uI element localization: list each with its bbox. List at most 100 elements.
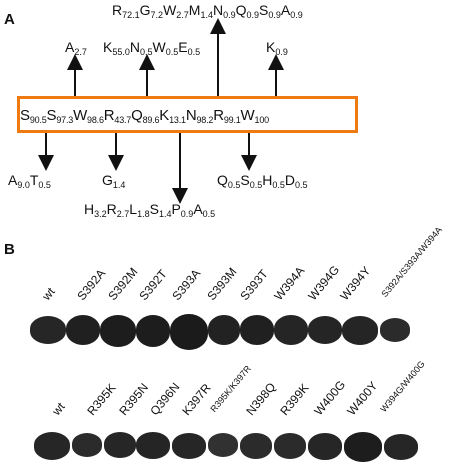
above-3-residue-0: K0.9 bbox=[266, 39, 288, 57]
below-2-residue-4-pct: 0.9 bbox=[180, 209, 194, 219]
blot1-band-8 bbox=[308, 316, 342, 344]
above-1-residue-1: N0.5 bbox=[129, 39, 153, 57]
above-2-residue-5-aa: Q bbox=[235, 2, 247, 18]
above-1-residue-3-aa: E bbox=[178, 39, 188, 55]
blot2-band-8 bbox=[308, 433, 342, 460]
above-1-residue-0-aa: K bbox=[103, 39, 113, 55]
below-3-residue-2-aa: H bbox=[262, 172, 273, 188]
blot1-band-1 bbox=[66, 315, 100, 345]
blot1-band-5 bbox=[208, 315, 240, 345]
blot1-band-10 bbox=[380, 318, 410, 342]
sequence-residue-1-pct: 97.3 bbox=[56, 115, 74, 125]
above-0-residue-0-aa: A bbox=[65, 39, 75, 55]
sequence-residue-8-pct: 100 bbox=[254, 115, 270, 125]
blot2-band-0 bbox=[34, 432, 70, 460]
sequence-residue-8-aa: W bbox=[240, 107, 255, 124]
sequence-residue-1: S97.3 bbox=[46, 107, 74, 125]
sequence-residue-7-aa: R bbox=[213, 107, 224, 124]
above-2-residue-0-pct: 72.1 bbox=[122, 10, 140, 20]
below-2-residue-3-pct: 1.4 bbox=[158, 209, 172, 219]
variant-above-1: K55.0N0.5W 0.5E0.5 bbox=[103, 39, 200, 57]
sequence-residue-6-aa: N bbox=[185, 107, 197, 124]
below-0-residue-0-pct: 9.0 bbox=[17, 180, 30, 190]
above-2-residue-3: M1.4 bbox=[188, 2, 213, 20]
panel-a-label: A bbox=[4, 11, 15, 28]
below-2-residue-1: R2.7 bbox=[106, 201, 130, 219]
above-2-residue-7: A0.9 bbox=[280, 2, 303, 20]
below-2-residue-5-aa: A bbox=[193, 201, 203, 217]
above-1-residue-1-aa: N bbox=[129, 39, 140, 55]
above-2-residue-5: Q0.9 bbox=[235, 2, 259, 20]
sequence-residue-7-pct: 99.1 bbox=[223, 115, 241, 125]
below-2-residue-5-pct: 0.5 bbox=[202, 209, 216, 219]
above-2-residue-2-aa: W bbox=[163, 2, 177, 18]
above-1-residue-3: E0.5 bbox=[178, 39, 201, 57]
below-0-residue-1-pct: 0.5 bbox=[38, 180, 51, 190]
above-1-residue-0: K55.0 bbox=[103, 39, 130, 57]
sequence-residue-2-pct: 98.6 bbox=[87, 115, 104, 125]
sequence-residue-3: R43.7 bbox=[103, 107, 132, 125]
below-2-residue-1-aa: R bbox=[106, 201, 117, 217]
sequence-residue-6: N98.2 bbox=[185, 107, 214, 125]
below-1-residue-0-aa: G bbox=[102, 172, 113, 188]
above-2-residue-3-aa: M bbox=[188, 2, 201, 18]
above-2-residue-6-pct: 0.9 bbox=[268, 10, 281, 20]
below-2-residue-0: H3.2 bbox=[84, 201, 107, 219]
below-2-residue-3: S1.4 bbox=[150, 201, 172, 219]
variant-below-2: H3.2R2.7L1.8S1.4P0.9A0.5 bbox=[84, 201, 215, 219]
above-2-residue-2: W2.7 bbox=[163, 2, 189, 20]
above-2-residue-2-pct: 2.7 bbox=[176, 10, 189, 20]
blot1-band-6 bbox=[240, 315, 274, 345]
below-3-residue-1-aa: S bbox=[240, 172, 250, 188]
sequence-residue-6-pct: 98.2 bbox=[196, 115, 214, 125]
above-1-residue-2-aa: W bbox=[152, 39, 166, 55]
above-2-residue-0-aa: R bbox=[112, 2, 123, 18]
blot2-band-9 bbox=[344, 432, 382, 462]
below-3-residue-0: Q0.5 bbox=[217, 172, 241, 190]
below-0-residue-1-aa: T bbox=[29, 172, 39, 188]
below-3-residue-0-aa: Q bbox=[217, 172, 228, 188]
sequence-residue-0-pct: 90.5 bbox=[29, 115, 47, 125]
below-0-residue-0-aa: A bbox=[8, 172, 18, 188]
sequence-text: S90.5S97.3W98.6R43.7Q89.6K13.1N98.2R99.1… bbox=[20, 107, 355, 125]
sequence-residue-0: S90.5 bbox=[20, 107, 47, 125]
below-2-residue-4-aa: P bbox=[171, 201, 181, 217]
above-2-residue-1-aa: G bbox=[139, 2, 151, 18]
above-2-residue-7-pct: 0.9 bbox=[290, 10, 303, 20]
western-blot-1 bbox=[22, 306, 456, 358]
below-2-residue-1-pct: 2.7 bbox=[116, 209, 130, 219]
panel-b-label: B bbox=[4, 241, 15, 258]
blot1-band-0 bbox=[30, 316, 66, 344]
below-0-residue-0: A9.0 bbox=[8, 172, 30, 190]
below-3-residue-3: D0.5 bbox=[285, 172, 308, 190]
below-3-residue-3-pct: 0.5 bbox=[295, 180, 308, 190]
above-2-residue-4-aa: N bbox=[212, 2, 224, 18]
variant-above-0: A2.7 bbox=[65, 39, 87, 57]
above-2-residue-0: R72.1 bbox=[112, 2, 140, 20]
sequence-residue-1-aa: S bbox=[46, 107, 57, 124]
above-2-residue-6: S0.9 bbox=[259, 2, 281, 20]
sequence-residue-7: R99.1 bbox=[213, 107, 241, 125]
above-2-residue-7-aa: A bbox=[280, 2, 291, 18]
variant-below-3: Q0.5S0.5H0.5D0.5 bbox=[217, 172, 308, 190]
above-1-residue-0-pct: 55.0 bbox=[112, 47, 130, 57]
below-2-residue-0-aa: H bbox=[84, 201, 95, 217]
below-1-residue-0: G1.4 bbox=[102, 172, 125, 190]
sequence-residue-4-pct: 89.6 bbox=[142, 115, 160, 125]
sequence-residue-5-pct: 13.1 bbox=[169, 115, 186, 125]
sequence-residue-3-aa: R bbox=[103, 107, 115, 124]
blot1-band-7 bbox=[274, 315, 308, 345]
below-2-residue-2-pct: 1.8 bbox=[137, 209, 150, 219]
variant-above-3: K0.9 bbox=[266, 39, 288, 57]
above-3-residue-0-aa: K bbox=[266, 39, 276, 55]
blot2-band-4 bbox=[172, 433, 206, 459]
above-2-residue-1: G7.2 bbox=[139, 2, 163, 20]
above-2-residue-3-pct: 1.4 bbox=[200, 10, 213, 20]
below-3-residue-2-pct: 0.5 bbox=[272, 180, 285, 190]
below-3-residue-0-pct: 0.5 bbox=[227, 180, 241, 190]
above-2-residue-4-pct: 0.9 bbox=[223, 10, 236, 20]
above-1-residue-3-pct: 0.5 bbox=[187, 47, 201, 57]
sequence-residue-2: W98.6 bbox=[73, 107, 104, 125]
blot2-band-3 bbox=[136, 432, 170, 459]
